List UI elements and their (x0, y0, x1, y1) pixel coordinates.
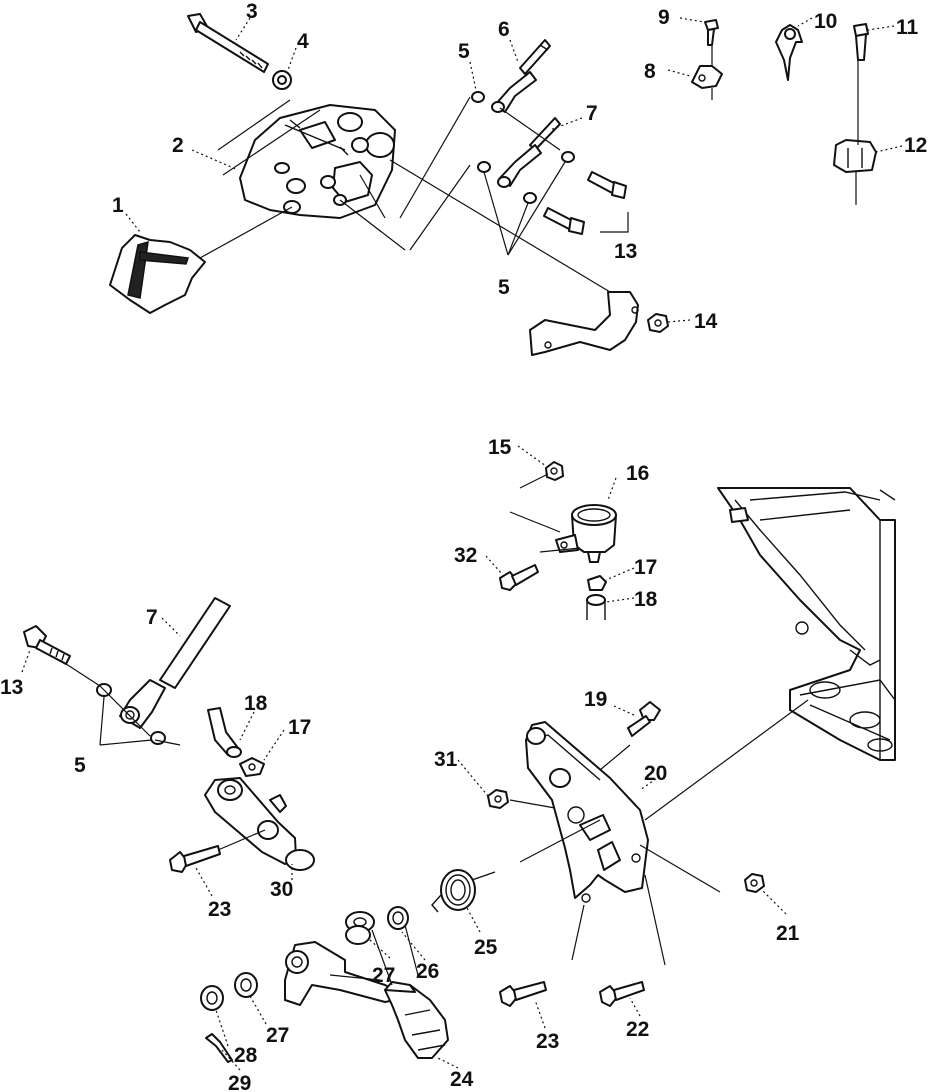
nut-14 (647, 313, 669, 333)
callout-10: 10 (814, 10, 837, 33)
hose-18 (586, 594, 606, 620)
washer-5 (477, 161, 491, 173)
reservoir-16 (555, 504, 617, 563)
caliper (239, 104, 396, 219)
bolt-19 (627, 701, 661, 737)
callout-19: 19 (584, 688, 607, 711)
callout-1: 1 (112, 194, 124, 217)
callout-15: 15 (488, 436, 512, 459)
callout-28: 28 (234, 1044, 258, 1067)
nut-15 (545, 461, 564, 481)
master-cylinder-30 (204, 777, 315, 871)
nut-31 (487, 789, 509, 809)
brake-line-7 (119, 597, 231, 729)
callout-5: 5 (74, 754, 86, 777)
callout-18: 18 (244, 692, 268, 715)
bracket-12 (833, 139, 877, 173)
callout-29: 29 (228, 1072, 251, 1092)
callout-13: 13 (614, 240, 637, 263)
pin-8 (691, 65, 723, 89)
cotter-pin-29 (205, 1033, 233, 1063)
callout-27: 27 (372, 964, 395, 987)
frame-section (717, 487, 896, 761)
mounting-bracket (529, 291, 639, 356)
callout-7: 7 (586, 102, 598, 125)
bolt-13 (543, 207, 585, 235)
bolt-13 (23, 625, 71, 665)
callout-7: 7 (146, 606, 158, 629)
pin-9 (704, 19, 719, 46)
washer-5 (150, 731, 166, 745)
callout-20: 20 (644, 762, 667, 785)
callout-8: 8 (644, 60, 656, 83)
brake-pedal-24 (284, 941, 449, 1059)
spring-25 (431, 869, 496, 913)
clip-10 (775, 24, 803, 81)
nut-21 (744, 873, 765, 893)
callout-22: 22 (626, 1018, 649, 1041)
bushing-27 (345, 911, 375, 945)
bolt-23 (169, 845, 221, 873)
callout-23: 23 (208, 898, 231, 921)
callout-14: 14 (694, 310, 718, 333)
callout-3: 3 (246, 0, 258, 23)
callout-11: 11 (896, 16, 919, 39)
brake-line-7 (497, 117, 561, 188)
callout-2: 2 (172, 134, 184, 157)
washer-5 (471, 91, 485, 103)
bleed-screw-11 (853, 23, 869, 61)
bolt-32 (499, 564, 539, 591)
brake-line-6 (491, 39, 551, 113)
callout-5: 5 (458, 40, 470, 63)
callout-17: 17 (288, 716, 311, 739)
callout-25: 25 (474, 936, 498, 959)
callout-32: 32 (454, 544, 477, 567)
callout-23: 23 (536, 1030, 559, 1053)
callout-27: 27 (266, 1024, 289, 1047)
washer-27 (234, 972, 258, 998)
callout-30: 30 (270, 878, 293, 901)
callout-5: 5 (498, 276, 510, 299)
callout-18: 18 (634, 588, 658, 611)
washer-5 (561, 151, 575, 163)
clamp-17 (239, 757, 265, 777)
washer-28 (200, 985, 224, 1011)
bolt-23 (499, 981, 547, 1007)
bolt-3 (187, 13, 269, 73)
bolt-22 (599, 981, 645, 1007)
callout-13: 13 (0, 676, 23, 699)
washer-5 (523, 192, 537, 204)
callout-21: 21 (776, 922, 800, 945)
callout-9: 9 (658, 6, 670, 29)
clamp-17 (587, 575, 607, 591)
callout-31: 31 (434, 748, 458, 771)
bolt-13 (587, 171, 627, 199)
washer-26 (387, 906, 409, 930)
callout-17: 17 (634, 556, 657, 579)
callout-4: 4 (297, 30, 309, 53)
bracket-20 (525, 721, 649, 903)
callout-24: 24 (450, 1068, 474, 1091)
callout-26: 26 (416, 960, 439, 983)
callout-12: 12 (904, 134, 927, 157)
callout-6: 6 (498, 18, 510, 41)
brake-pad (109, 234, 206, 314)
callout-16: 16 (626, 462, 649, 485)
hose-18 (207, 707, 242, 758)
